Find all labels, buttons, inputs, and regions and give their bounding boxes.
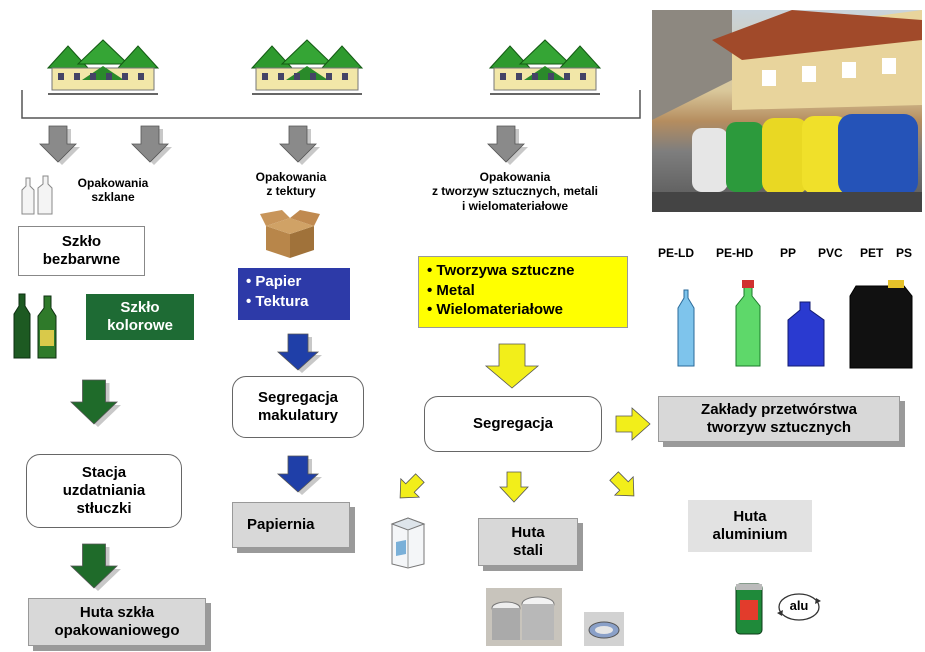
glass-bottles-icon bbox=[21, 175, 53, 215]
paper-mill-box: Papiernia bbox=[232, 502, 350, 548]
green-down-arrow bbox=[70, 543, 118, 589]
glass-smelter-box: Huta szkła opakowaniowego bbox=[28, 598, 206, 646]
blue-down-arrow bbox=[276, 333, 320, 371]
paper-list-box: Papier Tektura bbox=[238, 268, 350, 320]
cullet-station-box: Stacja uzdatniania stłuczki bbox=[26, 454, 182, 528]
house-icon bbox=[488, 39, 602, 95]
aluminium-smelter-box: Huta aluminium bbox=[688, 500, 812, 552]
plastic-type-label: PET bbox=[860, 246, 884, 260]
blue-down-arrow bbox=[276, 455, 320, 493]
yellow-diagonal-arrow bbox=[609, 471, 635, 497]
cardboard-packaging-label: Opakowania z tektury bbox=[255, 170, 327, 199]
aluminium-can-icon bbox=[735, 583, 763, 635]
plastic-type-label: PE-LD bbox=[658, 246, 694, 260]
gray-down-arrow bbox=[487, 125, 525, 163]
cardboard-box-icon bbox=[260, 210, 320, 258]
plastic-list-box: Tworzywa sztuczne Metal Wielomateriałowe bbox=[418, 256, 628, 328]
plastic-type-label: PVC bbox=[818, 246, 843, 260]
clear-glass-box: Szkło bezbarwne bbox=[18, 226, 145, 276]
plastic-type-label: PE-HD bbox=[716, 246, 754, 260]
plastic-type-label: PP bbox=[780, 246, 797, 260]
yellow-right-arrow bbox=[615, 407, 651, 441]
alu-symbol-text: alu bbox=[789, 598, 809, 613]
house-icon bbox=[250, 39, 364, 95]
steel-cans-icon bbox=[486, 588, 562, 646]
glass-packaging-label: Opakowania szklane bbox=[77, 176, 149, 205]
gray-down-arrow bbox=[39, 125, 77, 163]
gray-down-arrow bbox=[279, 125, 317, 163]
plastics-plant-box: Zakłady przetwórstwa tworzyw sztucznych bbox=[658, 396, 900, 442]
green-bottles-icon bbox=[13, 293, 57, 359]
colored-glass-box: Szkło kolorowe bbox=[86, 294, 194, 340]
plastic-list-item: Tworzywa sztuczne bbox=[427, 261, 619, 281]
house-icon bbox=[46, 39, 160, 95]
green-down-arrow bbox=[70, 379, 118, 425]
plastic-type-label: PS bbox=[896, 246, 913, 260]
plastic-bottles-icon bbox=[677, 280, 913, 369]
steel-lid-icon bbox=[584, 612, 624, 646]
containers-photo bbox=[652, 10, 922, 212]
paper-segregation-box: Segregacja makulatury bbox=[232, 376, 364, 438]
segregation-box: Segregacja bbox=[424, 396, 602, 452]
yellow-down-arrow bbox=[499, 471, 529, 503]
yellow-diagonal-arrow bbox=[399, 473, 425, 499]
paper-list-item: Tektura bbox=[246, 292, 342, 312]
gray-down-arrow bbox=[131, 125, 169, 163]
yellow-down-arrow bbox=[484, 343, 540, 389]
steel-mill-box: Huta stali bbox=[478, 518, 578, 566]
mixed-packaging-label: Opakowania z tworzyw sztucznych, metali … bbox=[431, 170, 599, 213]
plastic-list-item: Metal bbox=[427, 281, 619, 301]
alu-recycling-symbol-icon bbox=[777, 593, 821, 621]
paper-list-item: Papier bbox=[246, 272, 342, 292]
milk-carton-icon bbox=[390, 517, 426, 569]
plastic-list-item: Wielomateriałowe bbox=[427, 300, 619, 320]
